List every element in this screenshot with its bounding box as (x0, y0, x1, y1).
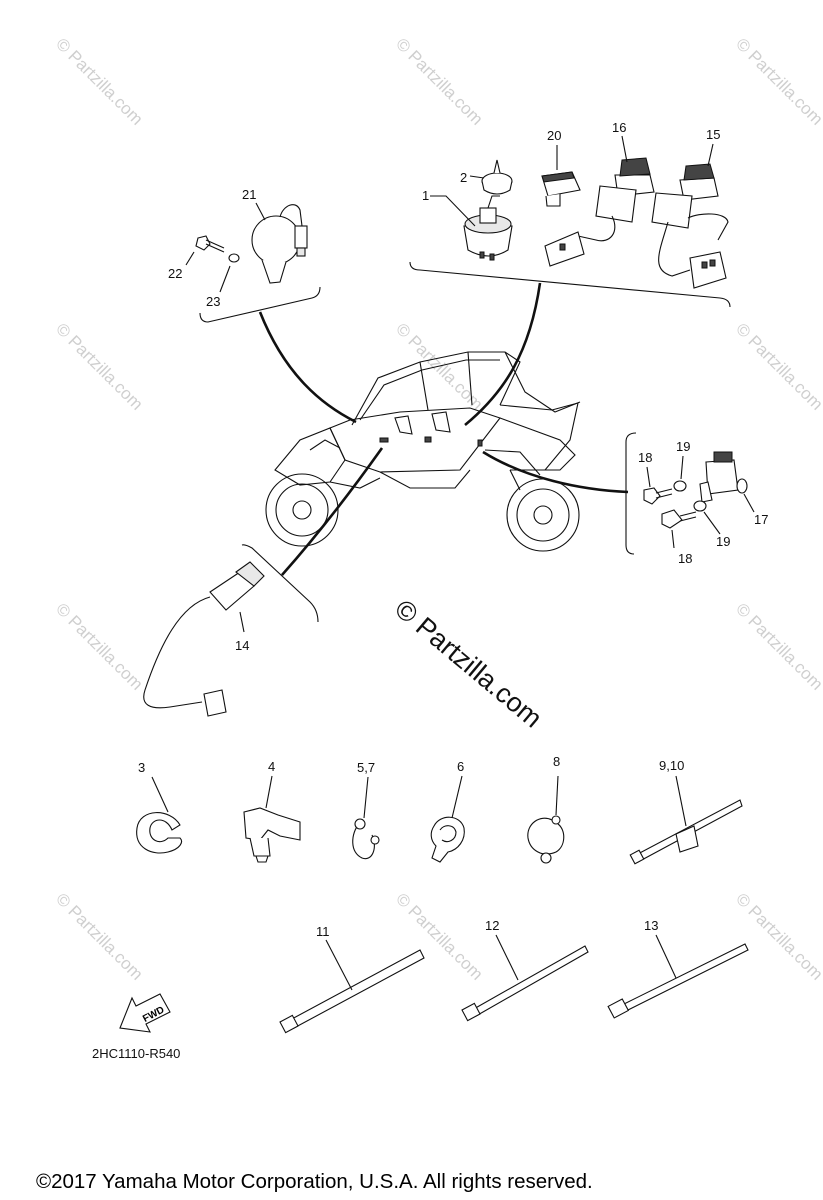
part-17-sensor (699, 451, 748, 503)
part-22-bolt (195, 235, 225, 253)
part-13-cable-tie (607, 943, 749, 1019)
part-1-main-switch (463, 195, 513, 261)
center-watermark: © Partzilla.com (389, 594, 548, 734)
watermark: © Partzilla.com (392, 319, 486, 413)
part-5-7-clip (352, 818, 380, 860)
label-part-20: 20 (547, 128, 561, 143)
part-20-switch (541, 171, 581, 207)
watermark: © Partzilla.com (52, 599, 146, 693)
part-14-power-socket (143, 561, 265, 717)
vehicle-illustration (265, 351, 581, 552)
fwd-arrow-icon: FWD (119, 993, 171, 1033)
watermark: © Partzilla.com (392, 889, 486, 983)
label-part-16: 16 (612, 120, 626, 135)
label-part-14: 14 (235, 638, 249, 653)
label-part-9-10: 9,10 (659, 758, 684, 773)
part-2-cap (481, 159, 513, 195)
part-16-switch (544, 157, 655, 267)
watermark: © Partzilla.com (732, 34, 823, 128)
label-part-2: 2 (460, 170, 467, 185)
group-14-bracket (241, 544, 319, 623)
label-part-13: 13 (644, 918, 658, 933)
watermark: © Partzilla.com (52, 319, 146, 413)
label-part-19-upper: 19 (676, 439, 690, 454)
part-11-cable-tie (279, 949, 425, 1034)
part-19-washer-upper (673, 480, 687, 492)
label-part-17: 17 (754, 512, 768, 527)
part-15-switch (651, 163, 729, 289)
label-part-8: 8 (553, 754, 560, 769)
leader-line-group-21 (258, 311, 357, 424)
part-4-holder (243, 807, 301, 863)
label-part-23: 23 (206, 294, 220, 309)
part-labels: 1 2 20 16 15 21 22 23 18 19 17 19 18 14 … (138, 120, 768, 939)
part-21-buzzer (251, 204, 308, 284)
part-12-cable-tie (461, 945, 589, 1022)
rear-wheel (506, 478, 580, 552)
part-23-washer (228, 253, 240, 263)
label-part-22: 22 (168, 266, 182, 281)
copyright-notice: ©2017 Yamaha Motor Corporation, U.S.A. A… (36, 1170, 593, 1193)
group-21-bracket (199, 286, 321, 323)
part-18-bolt-upper (643, 487, 673, 505)
label-part-6: 6 (457, 759, 464, 774)
part-19-washer-lower (693, 500, 707, 512)
label-part-18-lower: 18 (678, 551, 692, 566)
label-part-11: 11 (316, 924, 330, 939)
group-17-bracket (625, 432, 637, 555)
group-switches-bracket (409, 261, 731, 308)
watermark: © Partzilla.com (732, 319, 823, 413)
watermark: © Partzilla.com (52, 889, 146, 983)
label-part-5-7: 5,7 (357, 760, 375, 775)
diagram-code: 2HC1110-R540 (92, 1046, 180, 1061)
leader-line-group-17 (482, 450, 629, 494)
front-wheel (265, 473, 339, 547)
watermark: © Partzilla.com (732, 889, 823, 983)
part-18-bolt-lower (661, 509, 697, 529)
leader-line-group-14 (281, 447, 384, 576)
part-3-clamp (136, 812, 183, 854)
label-part-12: 12 (485, 918, 499, 933)
watermark: © Partzilla.com (732, 599, 823, 693)
watermark: © Partzilla.com (52, 34, 146, 128)
label-part-18-upper: 18 (638, 450, 652, 465)
label-part-1: 1 (422, 188, 429, 203)
label-part-15: 15 (706, 127, 720, 142)
label-part-19-lower: 19 (716, 534, 730, 549)
watermark: © Partzilla.com (392, 34, 486, 128)
label-part-21: 21 (242, 187, 256, 202)
part-6-clip (430, 816, 465, 863)
label-part-3: 3 (138, 760, 145, 775)
part-8-clip (527, 815, 565, 864)
leader-line-group-switches (464, 282, 542, 427)
part-9-10-cable-tie (629, 799, 743, 865)
label-part-4: 4 (268, 759, 275, 774)
